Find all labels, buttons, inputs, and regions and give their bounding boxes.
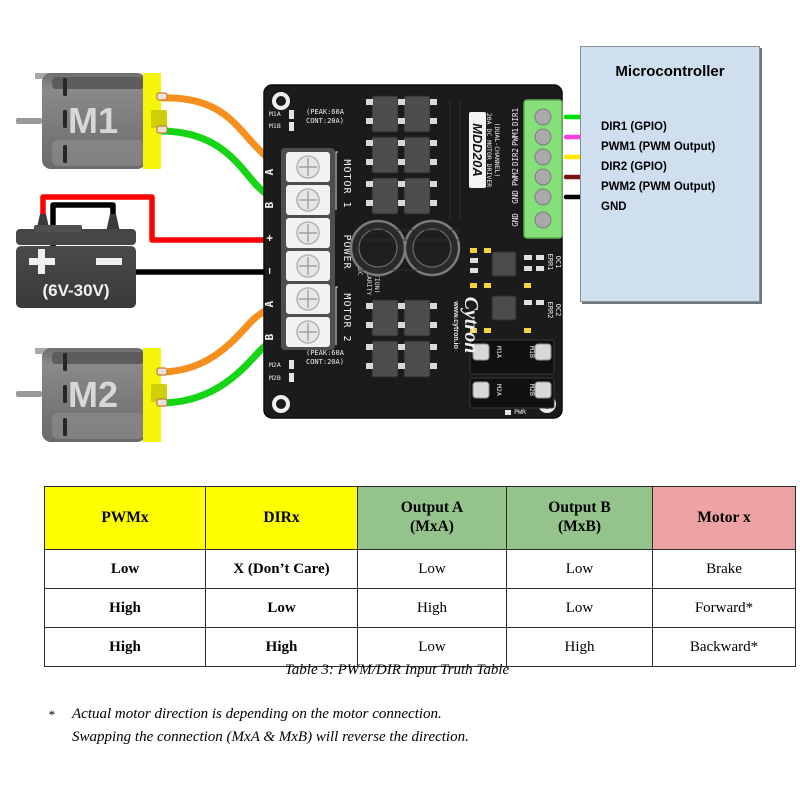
svg-text:M2B: M2B [528,384,536,396]
footnote: * Actual motor direction is depending on… [48,703,748,748]
svg-text:CONT:20A): CONT:20A) [306,117,344,125]
svg-text:(PEAK:60A: (PEAK:60A [306,108,345,116]
svg-text:ERR1: ERR1 [546,254,554,271]
svg-text:CONT:20A): CONT:20A) [306,358,344,366]
svg-text:M1: M1 [68,100,118,141]
cell-dirx: X (Don’t Care) [205,549,358,589]
mcu-pin-label-pwm2: PWM2 (PWM Output) [601,181,716,193]
svg-text:+: + [263,234,276,241]
table-header-row: PWMx DIRx Output A (MxA) Output B (MxB) … [44,486,796,550]
microcontroller-pin-list: DIR1 (GPIO) PWM1 (PWM Output) DIR2 (GPIO… [601,117,761,217]
svg-text:PWM1: PWM1 [511,128,520,146]
mcu-pin-label-gnd: GND [601,201,627,213]
svg-text:M2: M2 [68,374,118,415]
wiring-diagram: M1 M2 (6V-30V) [16,73,635,442]
cell-pwmx: Low [44,549,206,589]
cell-output-b: High [506,627,653,667]
svg-text:MOTOR 2: MOTOR 2 [341,293,352,342]
truth-table-container: PWMx DIRx Output A (MxA) Output B (MxB) … [44,486,796,667]
mcu-pin-label-pwm1: PWM1 (PWM Output) [601,141,716,153]
microcontroller-title: Microcontroller [615,63,725,80]
footnote-marker: * [48,707,55,722]
cell-motor: Brake [652,549,796,589]
header-output-b: Output B (MxB) [506,486,653,550]
table-caption: Table 3: PWM/DIR Input Truth Table [284,662,510,678]
svg-text:DIR2: DIR2 [511,148,520,166]
table-row: Low X (Don’t Care) Low Low Brake [44,549,796,589]
svg-text:M2A: M2A [495,384,503,396]
motor-m1: M1 [16,73,168,169]
header-pwmx: PWMx [44,486,206,550]
svg-text:ERR2: ERR2 [546,302,554,319]
header-output-a-line2: (MxA) [410,518,454,535]
cell-output-a: Low [357,627,507,667]
wire-m1b [156,127,282,204]
svg-text:M1A: M1A [269,110,281,118]
svg-text:PWM2: PWM2 [511,168,520,186]
cell-pwmx: High [44,588,206,628]
cell-motor: Forward* [652,588,796,628]
pwm-dir-truth-table: PWMx DIRx Output A (MxA) Output B (MxB) … [44,486,796,667]
svg-text:M1A: M1A [495,346,503,358]
svg-text:OC1: OC1 [554,256,562,269]
footnote-line-1: Actual motor direction is depending on t… [72,706,442,722]
cell-dirx: Low [205,588,358,628]
svg-text:MOTOR 1: MOTOR 1 [341,159,352,208]
svg-text:20A DC MOTOR DRIVER: 20A DC MOTOR DRIVER [485,113,493,187]
svg-text:M2A: M2A [269,361,281,369]
mcu-pin-label-dir1: DIR1 (GPIO) [601,121,667,133]
svg-text:DIR1: DIR1 [511,108,520,126]
wire-group [40,94,635,407]
table-row: High Low High Low Forward* [44,588,796,628]
battery: (6V-30V) [16,214,136,308]
svg-text:−: − [263,267,276,274]
svg-text:Cytron: Cytron [460,297,482,354]
header-output-a: Output A (MxA) [357,486,507,550]
svg-text:(DUAL-CHANNEL): (DUAL-CHANNEL) [493,123,501,178]
mdd20a-board: M1A M1B M2A M2B (PEAK:60A CONT:20A) (PEA… [263,84,563,419]
svg-text:B: B [263,201,276,208]
svg-text:GND: GND [511,190,520,204]
svg-text:(PEAK:60A: (PEAK:60A [306,349,345,357]
cell-pwmx: High [44,627,206,667]
svg-text:POWER: POWER [341,234,352,269]
cell-output-b: Low [506,549,653,589]
cell-dirx: High [205,627,358,667]
cell-output-b: Low [506,588,653,628]
wire-m2a [156,302,282,376]
microcontroller-box: Microcontroller DIR1 (GPIO) PWM1 (PWM Ou… [580,46,760,302]
svg-text:GND: GND [511,213,520,227]
motor-m2: M2 [16,348,168,442]
cell-output-a: High [357,588,507,628]
cell-motor: Backward* [652,627,796,667]
footnote-lines: Actual motor direction is depending on t… [72,703,748,748]
svg-text:OC2: OC2 [554,304,562,317]
wire-batt-positive [40,194,281,243]
svg-text:M1B: M1B [269,122,281,130]
header-output-b-line1: Output B [548,499,611,517]
svg-text:M1B: M1B [528,346,536,358]
svg-text:A: A [263,168,276,175]
mcu-pin-label-dir2: DIR2 (GPIO) [601,161,667,173]
header-output-a-line1: Output A [400,499,464,517]
svg-text:www.cytron.io: www.cytron.io [452,300,459,349]
header-motor-x: Motor x [652,486,796,550]
header-output-b-line2: (MxB) [557,518,602,535]
svg-text:A: A [263,300,276,307]
footnote-line-2: Swapping the connection (MxA & MxB) will… [72,728,469,745]
svg-text:PWR: PWR [514,408,526,416]
svg-text:M2B: M2B [269,374,281,382]
svg-text:MDD20A: MDD20A [470,123,485,176]
svg-text:B: B [263,333,276,340]
cell-output-a: Low [357,549,507,589]
svg-text:(6V-30V): (6V-30V) [42,281,109,300]
header-dirx: DIRx [205,486,358,550]
table-row: High High Low High Backward* [44,627,796,667]
